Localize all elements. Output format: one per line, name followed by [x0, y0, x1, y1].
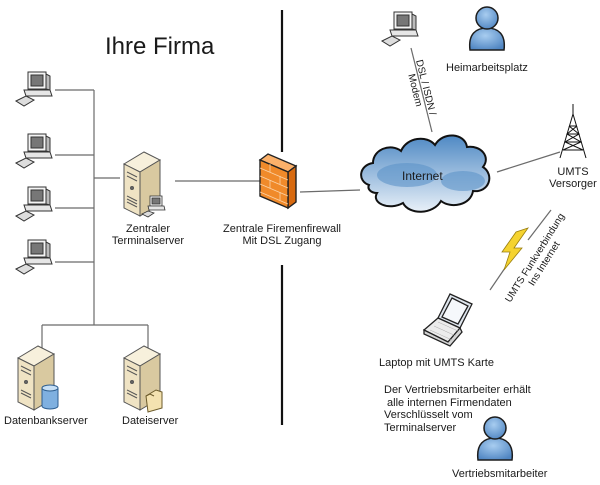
umts-tower-label: UMTS Versorger	[548, 166, 598, 190]
file-server-icon	[120, 344, 180, 419]
database-server-icon	[14, 344, 74, 419]
desktop-computer-icon	[380, 10, 424, 55]
desktop-computer-icon	[14, 70, 58, 115]
sales-note-line2: alle internen Firmendaten	[384, 396, 512, 409]
radio-link-lower	[489, 267, 506, 291]
terminal-server-label-line1: Zentraler	[125, 223, 171, 235]
laptop-icon	[420, 290, 490, 355]
server-icon	[120, 150, 178, 225]
firewall-icon	[258, 152, 304, 217]
internet-to-tower-link	[496, 151, 561, 173]
db-server-label: Datenbankserver	[4, 415, 88, 427]
terminal-server-label-line2: Terminalserver	[111, 235, 185, 247]
sales-note-line1: Der Vertriebsmitarbeiter erhält	[384, 384, 531, 396]
lightning-icon	[498, 226, 534, 277]
desktop-computer-icon	[14, 132, 58, 177]
home-pc-link	[410, 47, 433, 133]
sales-note-line3: Verschlüsselt vom	[384, 409, 473, 421]
firewall-label-line1: Zentrale Firemenfirewall	[223, 223, 341, 235]
radio-link-upper	[527, 209, 552, 241]
diagram-title: Ihre Firma	[105, 33, 215, 60]
terminal-server-label: Zentraler Terminalserver	[108, 223, 188, 247]
desktop-computer-icon	[14, 238, 58, 283]
sales-note-line4: Terminalserver	[384, 421, 457, 434]
cloud-icon	[355, 123, 500, 228]
umts-tower-label-line2: Versorger	[549, 178, 597, 190]
desktop-computer-icon	[14, 185, 58, 230]
firewall-label-line2: Mit DSL Zugang	[242, 235, 322, 247]
radio-tower-icon	[556, 104, 590, 165]
firewall-to-internet-link	[299, 189, 361, 193]
sales-note: Der Vertriebsmitarbeiter erhält alle int…	[384, 384, 531, 434]
firewall-label: Zentrale Firemenfirewall Mit DSL Zugang	[214, 223, 350, 247]
user-icon	[466, 4, 508, 57]
umts-tower-label-line1: UMTS	[557, 166, 589, 178]
file-server-label: Dateiserver	[122, 415, 179, 427]
sales-user-label: Vertriebsmitarbeiter	[452, 468, 548, 480]
internet-label: Internet	[402, 169, 443, 183]
home-user-label: Heimarbeitsplatz	[446, 62, 528, 74]
laptop-label: Laptop mit UMTS Karte	[379, 357, 494, 369]
user-icon	[474, 414, 516, 467]
